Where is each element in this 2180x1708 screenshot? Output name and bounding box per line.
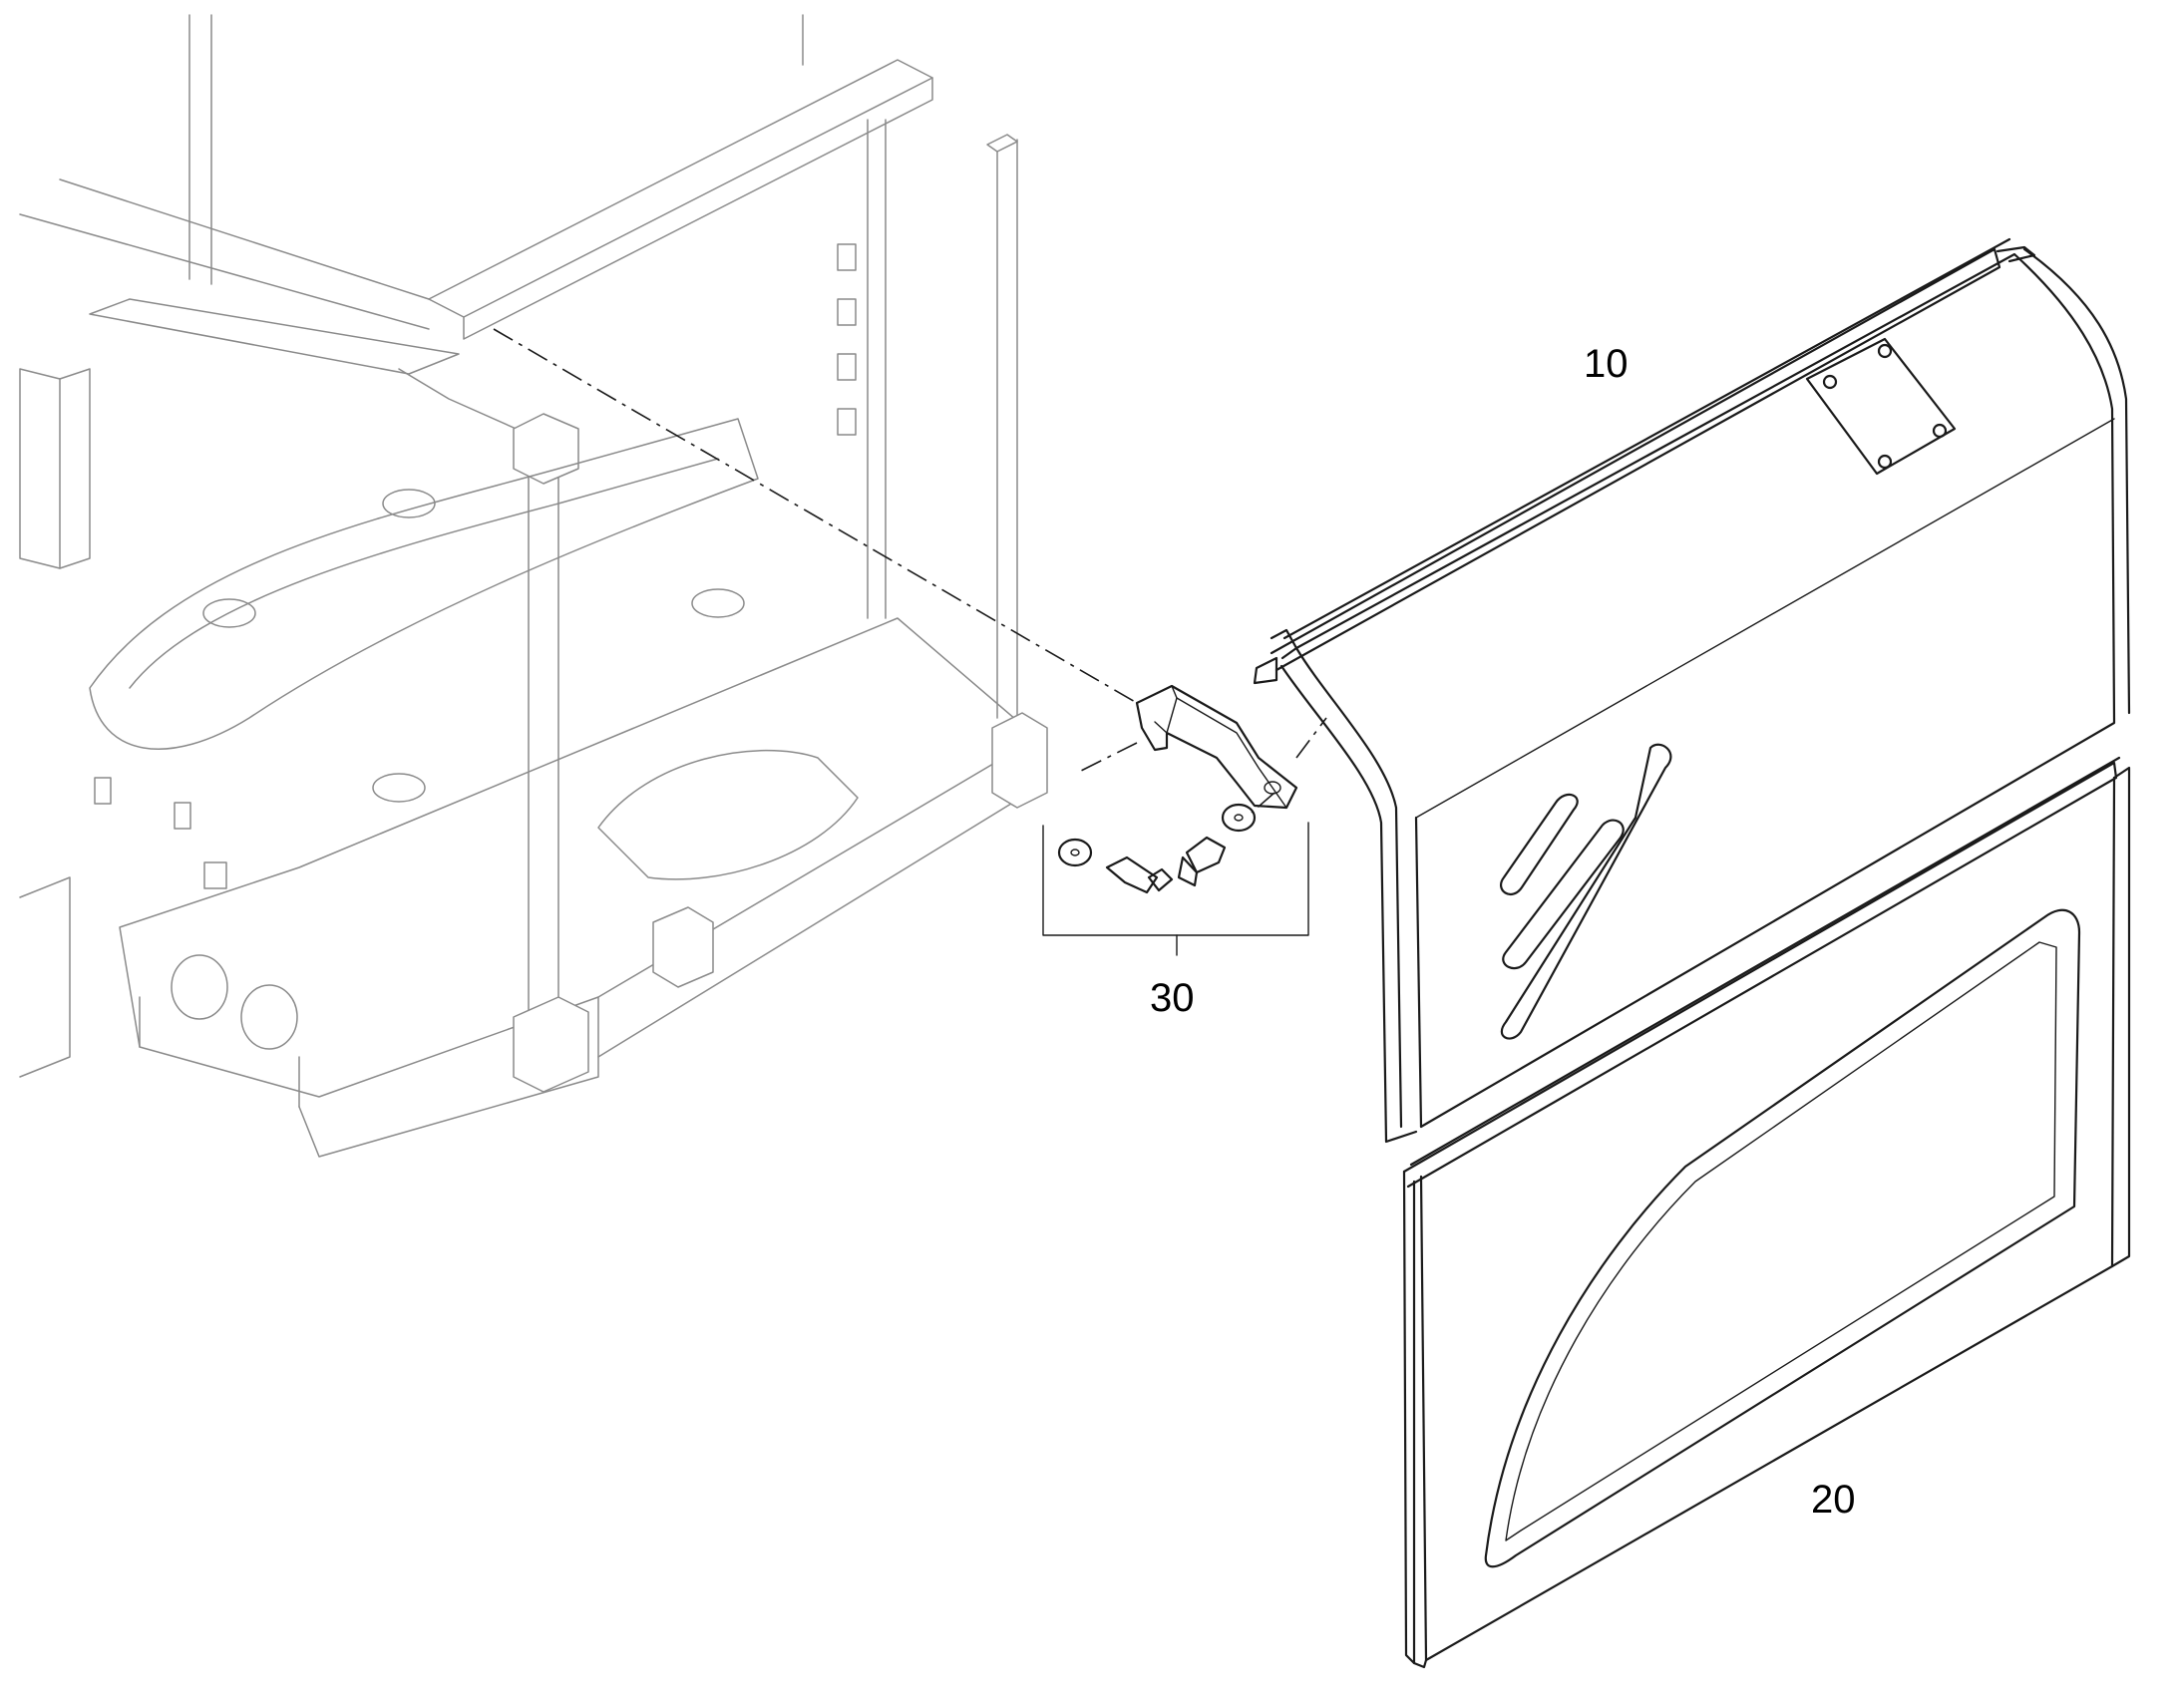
callout-30: 30 xyxy=(1150,976,1195,1020)
callout-10: 10 xyxy=(1584,342,1629,386)
bracket-hardware-kit-icon xyxy=(1042,684,1327,956)
lower-side-panel-window-icon xyxy=(1402,756,2131,1669)
machine-frame-context xyxy=(19,14,1138,1158)
upper-side-panel-icon xyxy=(1253,237,2131,1144)
callout-20: 20 xyxy=(1811,1478,1856,1522)
